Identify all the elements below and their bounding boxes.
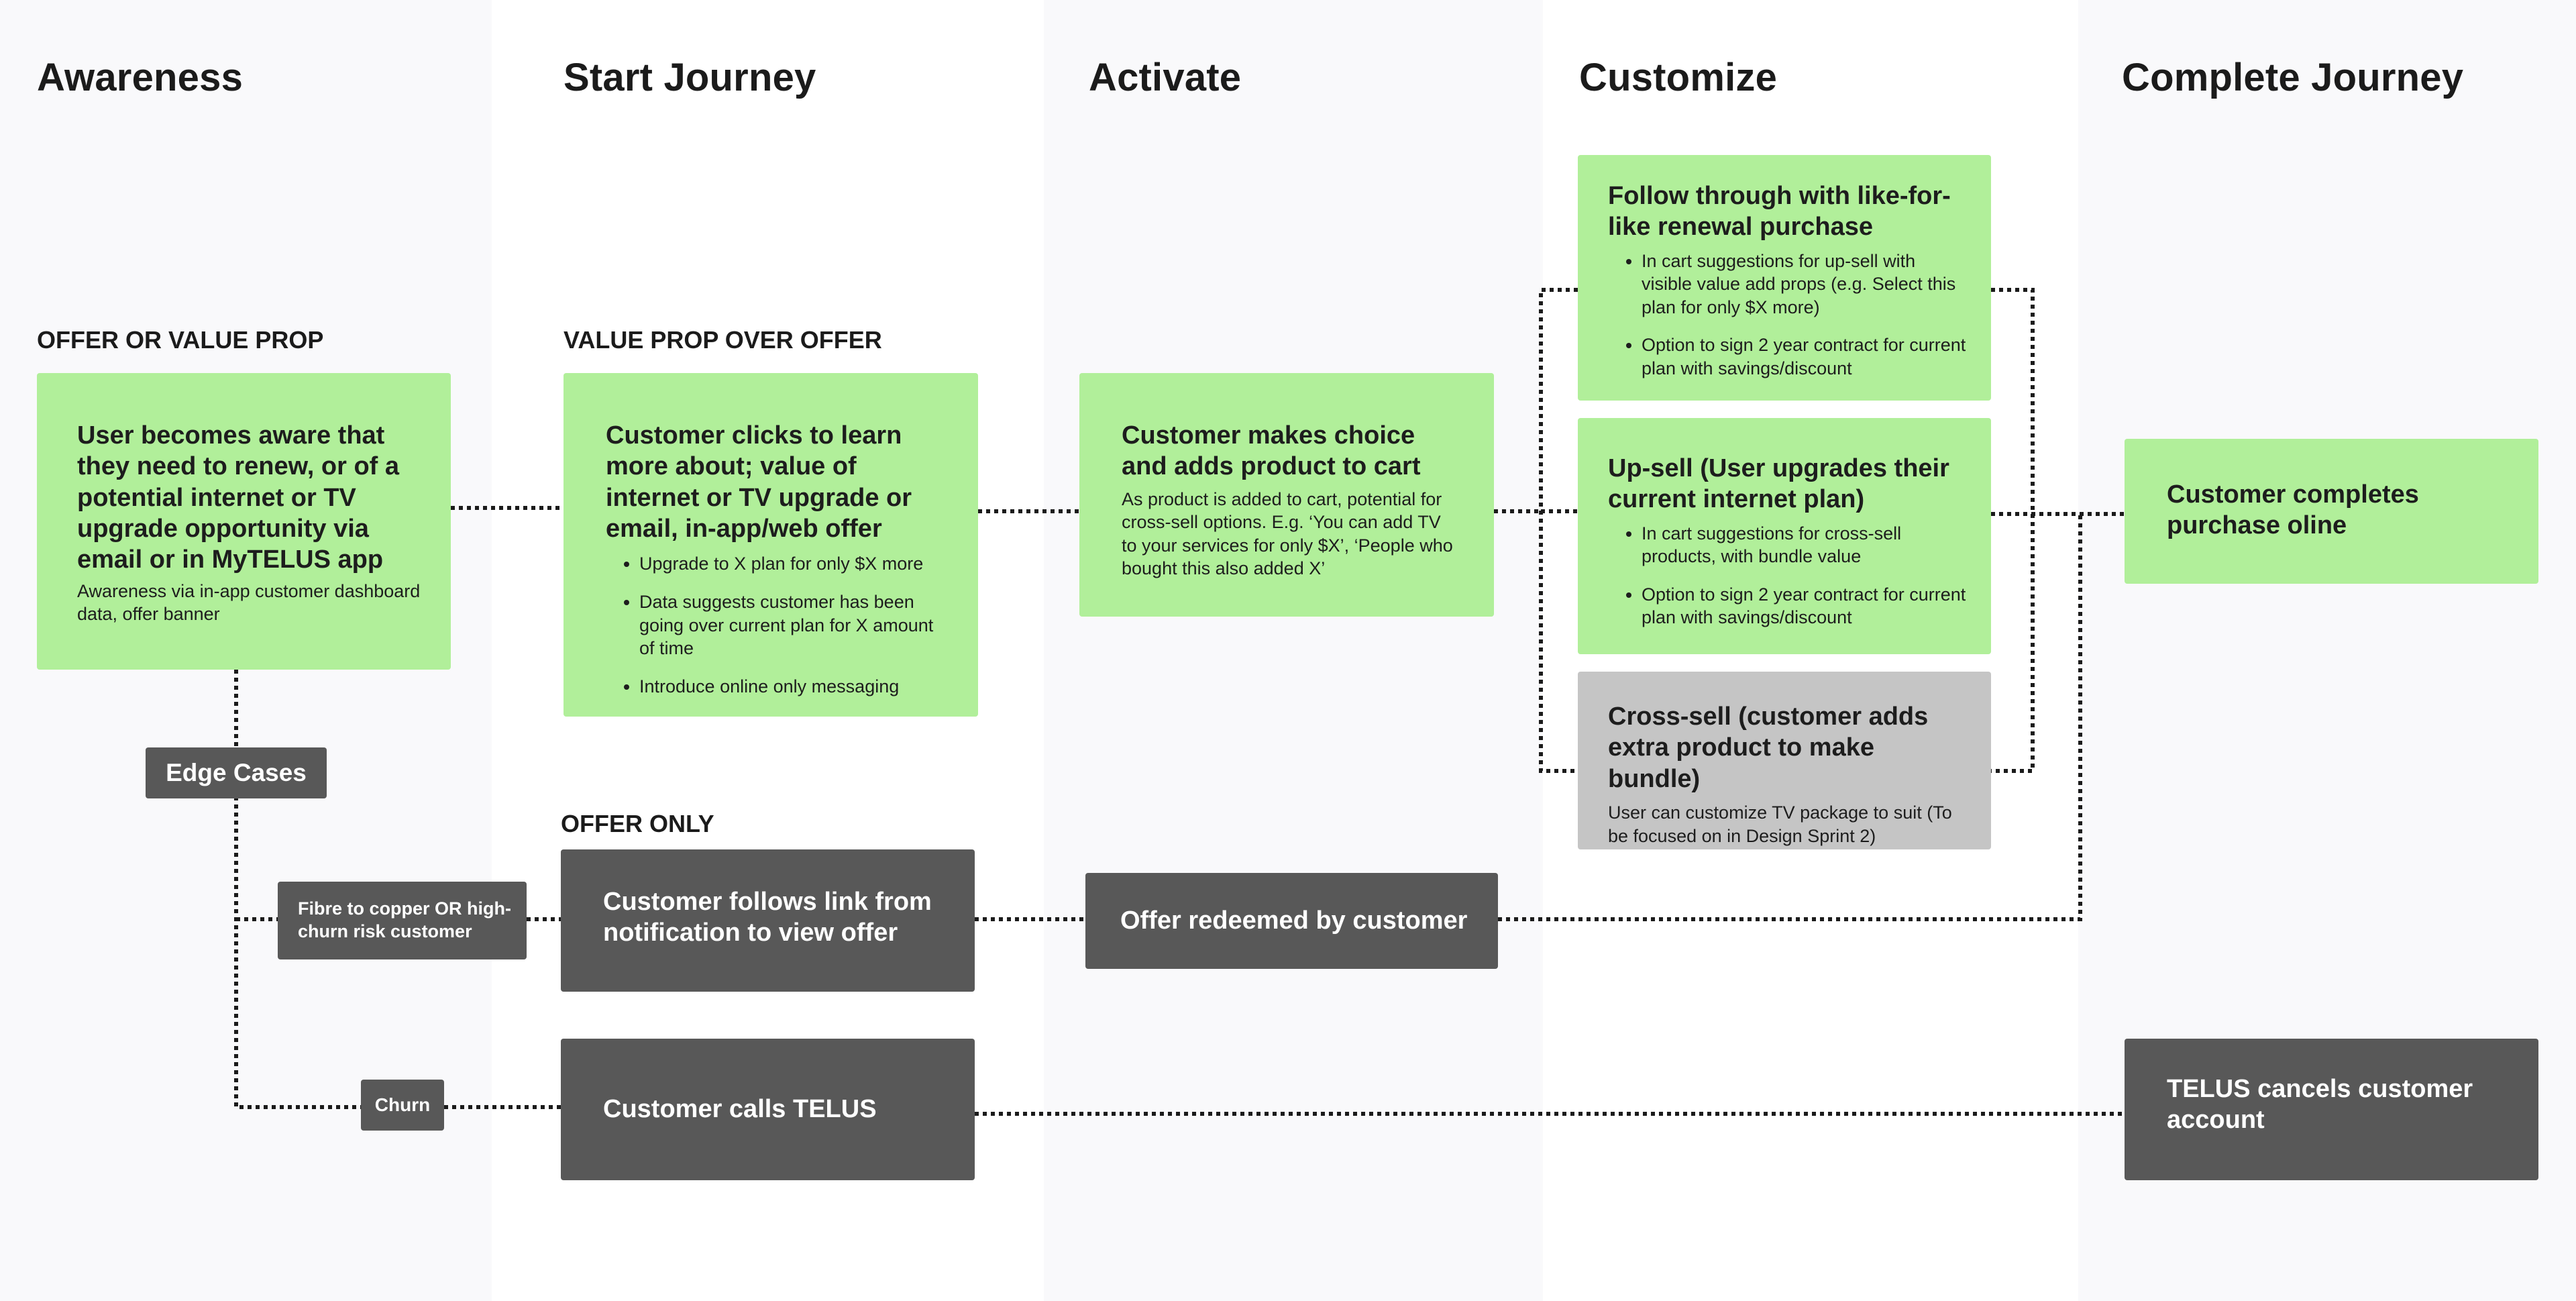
column-bg-activate: [1044, 0, 1543, 1301]
card-upsell: Up-sell (User upgrades their current int…: [1578, 418, 1991, 654]
label-value-prop-over-offer: VALUE PROP OVER OFFER: [564, 326, 882, 354]
column-title-complete-journey: Complete Journey: [2122, 56, 2464, 99]
card-telus-cancels-title: TELUS cancels customer account: [2167, 1075, 2473, 1135]
card-customer-calls: Customer calls TELUS: [561, 1039, 975, 1180]
list-item: Option to sign 2 year contract for curre…: [1642, 583, 1968, 629]
card-awareness: User becomes aware that they need to ren…: [37, 373, 451, 670]
card-offer-redeemed-title: Offer redeemed by customer: [1120, 906, 1468, 935]
column-title-customize: Customize: [1579, 56, 1778, 99]
card-complete-title: Customer completes purchase oline: [2167, 480, 2419, 540]
card-awareness-title: User becomes aware that they need to ren…: [77, 421, 400, 574]
list-item: Option to sign 2 year contract for curre…: [1642, 333, 1968, 380]
tag-edge-cases: Edge Cases: [146, 747, 327, 798]
card-follow-link-title: Customer follows link from notification …: [603, 888, 932, 947]
card-awareness-body: Awareness via in-app customer dashboard …: [77, 580, 421, 625]
list-item: Upgrade to X plan for only $X more: [639, 552, 945, 576]
column-title-start-journey: Start Journey: [564, 56, 816, 99]
card-activate-body: As product is added to cart, potential f…: [1122, 488, 1453, 579]
label-offer-only: OFFER ONLY: [561, 810, 714, 837]
card-telus-cancels: TELUS cancels customer account: [2125, 1039, 2538, 1180]
card-upsell-title: Up-sell (User upgrades their current int…: [1608, 454, 1949, 514]
label-offer-or-value-prop: OFFER OR VALUE PROP: [37, 326, 324, 354]
card-activate: Customer makes choice and adds product t…: [1079, 373, 1494, 617]
card-activate-title: Customer makes choice and adds product t…: [1122, 421, 1421, 481]
card-complete: Customer completes purchase oline: [2125, 439, 2538, 584]
list-item: In cart suggestions for up-sell with vis…: [1642, 250, 1968, 319]
card-start-journey-title: Customer clicks to learn more about; val…: [606, 421, 912, 543]
card-crosssell-title: Cross-sell (customer adds extra product …: [1608, 702, 1929, 793]
list-item: Introduce online only messaging: [639, 675, 945, 698]
tag-churn: Churn: [361, 1080, 444, 1131]
column-title-activate: Activate: [1089, 56, 1242, 99]
card-customer-calls-title: Customer calls TELUS: [603, 1095, 877, 1124]
card-start-journey-bullets: Upgrade to X plan for only $X more Data …: [606, 552, 945, 698]
tag-fibre-text: Fibre to copper OR high-churn risk custo…: [298, 898, 511, 941]
card-follow-link: Customer follows link from notification …: [561, 849, 975, 992]
card-offer-redeemed: Offer redeemed by customer: [1085, 873, 1498, 969]
column-title-awareness: Awareness: [37, 56, 244, 99]
card-upsell-bullets: In cart suggestions for cross-sell produ…: [1608, 522, 1968, 629]
connector-customize-left-bracket: [1539, 288, 1578, 773]
tag-fibre-to-copper: Fibre to copper OR high-churn risk custo…: [278, 882, 527, 959]
connector-customize-right-bracket: [1991, 288, 2035, 773]
card-crosssell-body: User can customize TV package to suit (T…: [1608, 802, 1952, 846]
list-item: In cart suggestions for cross-sell produ…: [1642, 522, 1968, 568]
card-crosssell: Cross-sell (customer adds extra product …: [1578, 672, 1991, 849]
card-start-journey: Customer clicks to learn more about; val…: [564, 373, 978, 717]
card-renewal-title: Follow through with like-for-like renewa…: [1608, 182, 1951, 242]
card-renewal: Follow through with like-for-like renewa…: [1578, 155, 1991, 401]
card-renewal-bullets: In cart suggestions for up-sell with vis…: [1608, 250, 1968, 380]
list-item: Data suggests customer has been going ov…: [639, 590, 945, 660]
